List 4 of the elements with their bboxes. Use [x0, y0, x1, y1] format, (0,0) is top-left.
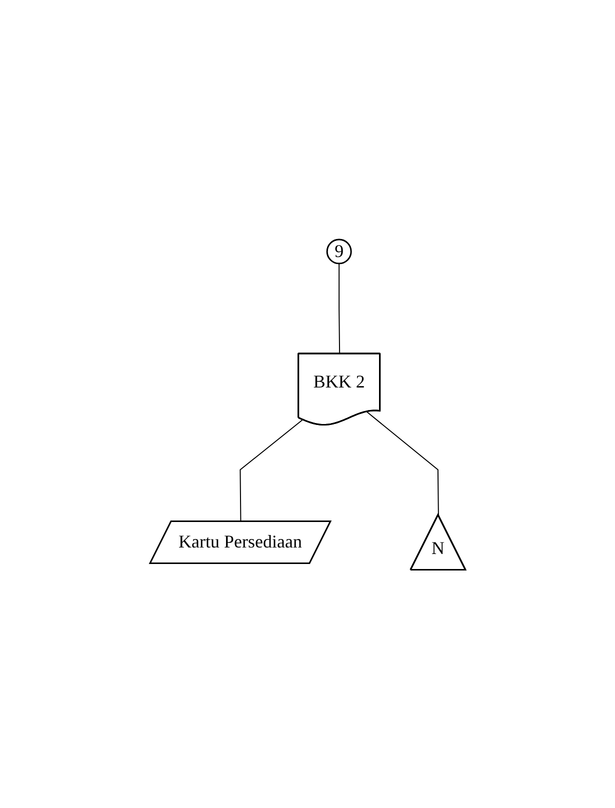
connector [338, 263, 340, 355]
connector [366, 412, 439, 516]
connector [240, 419, 303, 522]
node-circle: 9 [326, 238, 352, 264]
